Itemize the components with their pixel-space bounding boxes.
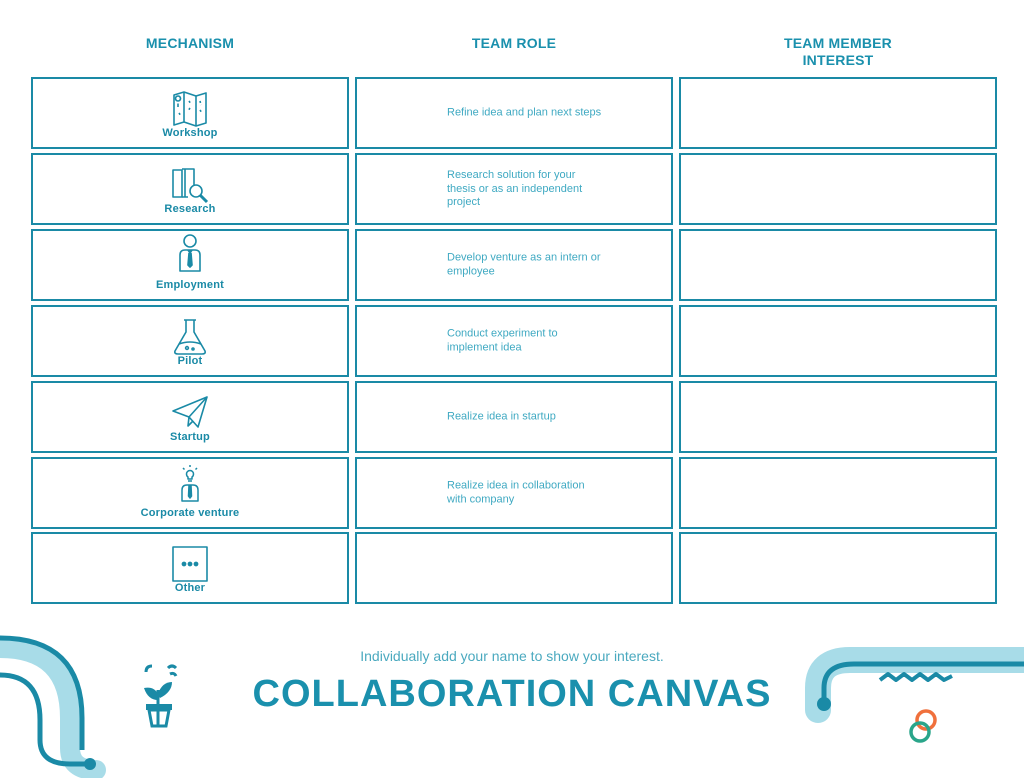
team-role-text: Realize idea in collaboration with compa… [447,479,585,506]
team-member-interest-cell[interactable] [679,457,997,529]
mechanism-cell: Startup [31,381,349,453]
canvas-title: COLLABORATION CANVAS [252,673,772,715]
flask-icon [170,317,210,357]
mechanism-label: Startup [170,431,210,443]
team-role-cell: Realize idea in startup [355,381,673,453]
book-magnifier-icon [170,165,210,205]
header-team-member-interest: TEAM MEMBER INTEREST [680,35,996,69]
mechanism-cell: Employment [31,229,349,301]
team-member-interest-cell[interactable] [679,532,997,604]
footer-subtitle: Individually add your name to show your … [360,648,664,664]
mechanism-cell: Other [31,532,349,604]
header-team-role: TEAM ROLE [471,35,557,51]
team-role-text: Refine idea and plan next steps [447,106,602,119]
team-role-cell: Research solution for your thesis or as … [355,153,673,225]
team-role-cell: Conduct experiment to implement idea [355,305,673,377]
team-role-text: Develop venture as an intern or employee [447,251,601,278]
ellipsis-box-icon [170,544,210,584]
team-member-interest-cell[interactable] [679,229,997,301]
team-role-cell: Refine idea and plan next steps [355,77,673,149]
person-tie-icon [170,233,210,273]
plant-pot-icon [144,664,178,728]
team-role-text: Research solution for your thesis or as … [447,168,583,208]
mechanism-cell: Research [31,153,349,225]
team-role-cell: Develop venture as an intern or employee [355,229,673,301]
team-role-text: Realize idea in startup [447,410,556,423]
team-role-text: Conduct experiment to implement idea [447,327,558,354]
team-member-interest-cell[interactable] [679,153,997,225]
mechanism-label: Workshop [162,127,218,139]
lightbulb-person-icon [170,463,210,503]
map-icon [170,89,210,129]
left-decorative-swirl [0,635,106,778]
mechanism-label: Corporate venture [140,507,240,519]
mechanism-cell: Pilot [31,305,349,377]
mechanism-label: Pilot [177,355,203,367]
team-role-cell: Realize idea in collaboration with compa… [355,457,673,529]
header-mechanism: MECHANISM [145,35,235,51]
team-member-interest-cell[interactable] [679,381,997,453]
team-member-interest-cell[interactable] [679,305,997,377]
mechanism-label: Other [174,582,206,594]
mechanism-cell: Corporate venture [31,457,349,529]
mechanism-label: Research [164,203,216,215]
mechanism-label: Employment [155,279,224,291]
mechanism-cell: Workshop [31,77,349,149]
header-team-member-interest-line1: TEAM MEMBER [784,35,892,51]
linked-circles-icon [909,709,937,743]
right-decorative-swirl [805,647,1024,723]
paper-plane-icon [170,393,210,433]
header-team-member-interest-line2: INTEREST [802,52,874,68]
team-member-interest-cell[interactable] [679,77,997,149]
team-role-cell [355,532,673,604]
